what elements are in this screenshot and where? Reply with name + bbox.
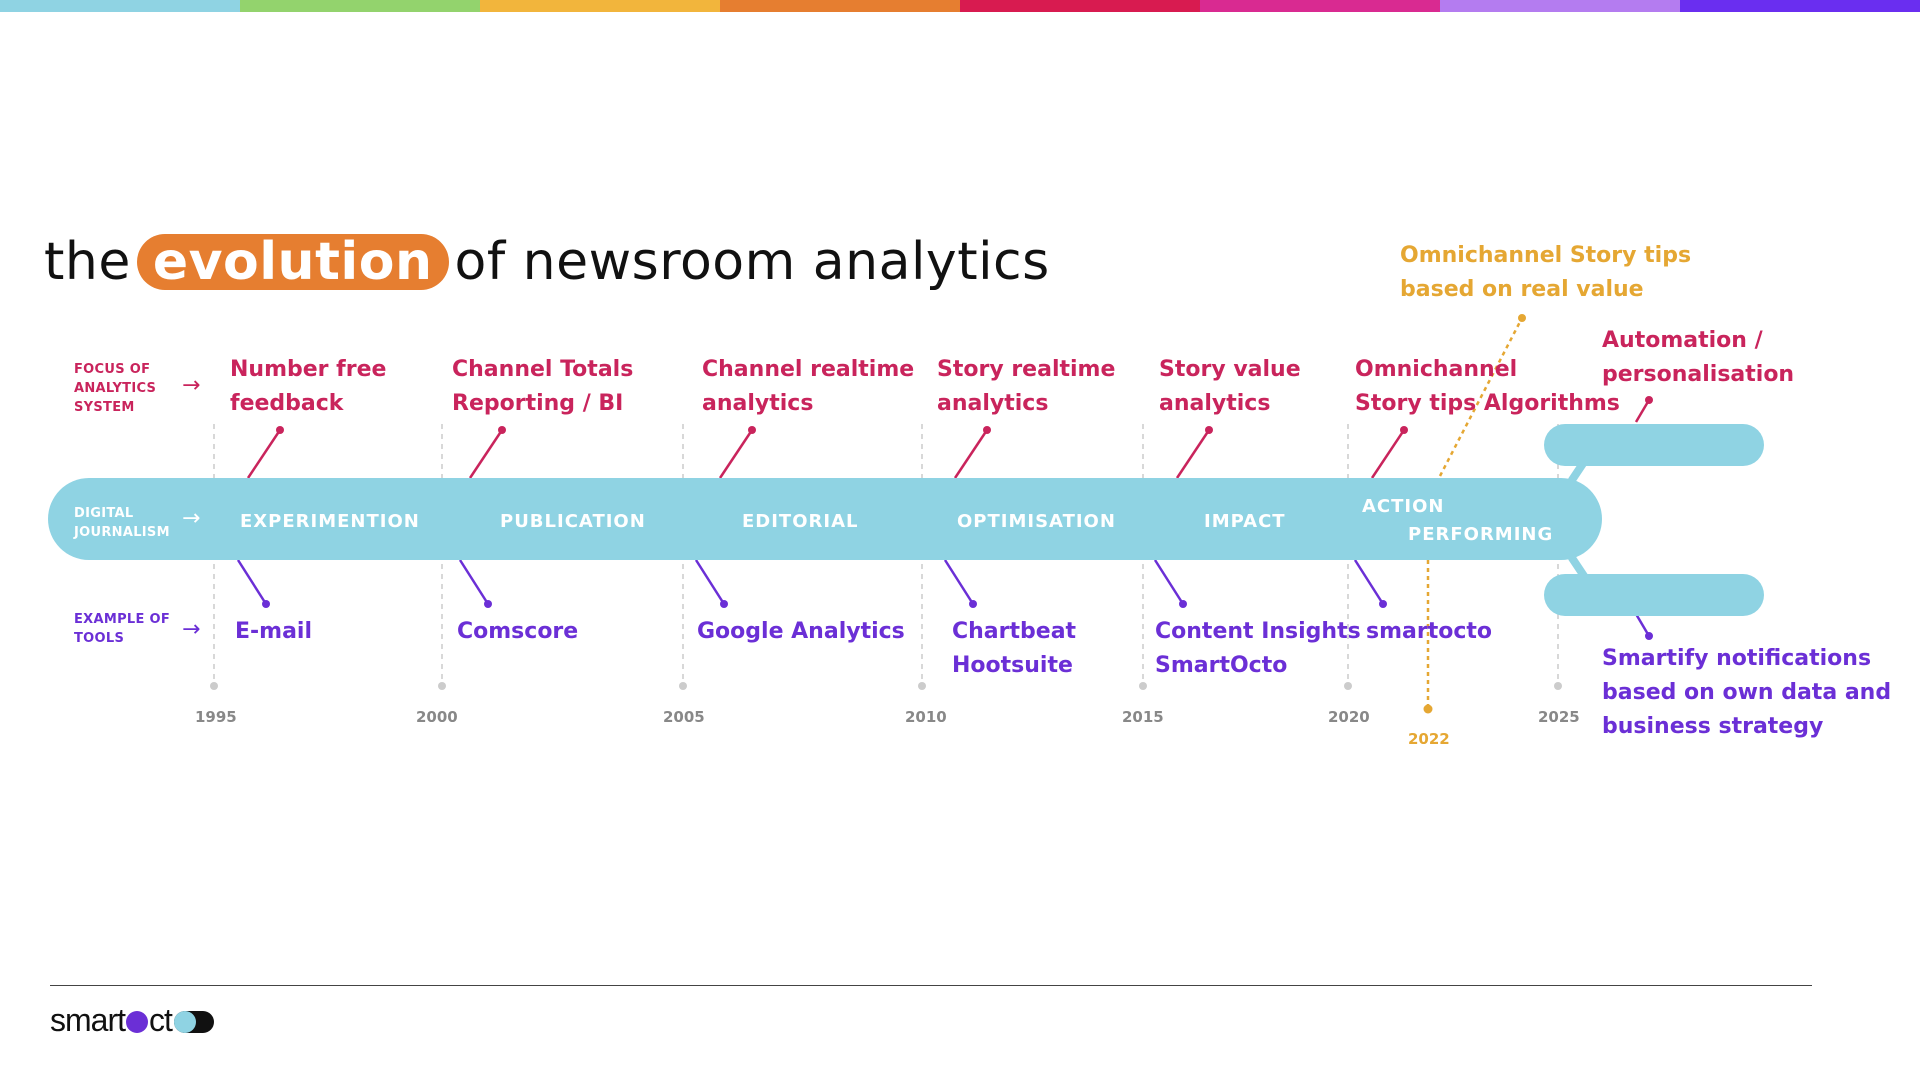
row-label-journalism: DIGITAL JOURNALISM [74,506,170,540]
era-experimention: EXPERIMENTION [240,511,420,532]
year-label: 2010 [905,708,947,726]
era-editorial: EDITORIAL [742,511,859,532]
tool-item: Comscore [457,619,579,644]
logo-toggle-icon [173,1011,214,1033]
tool-item: Smartify notifications based on own data… [1602,646,1892,739]
color-stripe-bar [0,0,1920,12]
stripe-4 [720,0,960,12]
arrow-focus-icon: → [182,373,201,398]
logo-dot-icon [126,1011,148,1033]
stripe-3 [480,0,720,12]
tool-item: E-mail [235,619,313,644]
year-label: 2005 [663,708,705,726]
focus-item: Automation / personalisation [1602,328,1795,387]
stripe-8 [1680,0,1920,12]
tool-item: Google Analytics [697,619,905,644]
focus-item: Number free feedback [230,357,387,416]
footer-divider [50,985,1812,986]
focus-item: Story realtime analytics [937,357,1116,416]
era-publication: PUBLICATION [500,511,646,532]
tool-item: Content Insights SmartOcto [1155,619,1361,678]
tool-item: smartocto [1366,619,1493,644]
stripe-7 [1440,0,1680,12]
row-label-focus: FOCUS OF ANALYTICS SYSTEM [74,362,157,415]
focus-item: Story value analytics [1159,357,1301,416]
title-suffix: of newsroom analytics [454,232,1050,292]
year-label: 2020 [1328,708,1370,726]
focus-item: Omnichannel Story tips Algorithms [1355,357,1620,416]
year-label: 2015 [1122,708,1164,726]
stripe-1 [0,0,240,12]
arrow-tools-icon: → [182,617,201,642]
era-impact: IMPACT [1204,511,1286,532]
timeline-band [48,478,1602,560]
tool-item: Chartbeat Hootsuite [952,619,1077,678]
row-label-tools: EXAMPLE OF TOOLS [74,612,171,646]
year-label: 1995 [195,708,237,726]
stripe-5 [960,0,1200,12]
stripe-2 [240,0,480,12]
year-label-2022: 2022 [1408,730,1450,748]
logo-text-2: ct [149,1002,173,1038]
era-action: ACTION [1362,496,1445,517]
focus-item: Channel Totals Reporting / BI [452,357,634,416]
future-capsule-top [1544,424,1764,466]
future-item: Omnichannel Story tips based on real val… [1400,243,1692,302]
era-performing: PERFORMING [1408,524,1554,545]
era-optimisation: OPTIMISATION [957,511,1116,532]
arrow-journalism-icon: → [182,506,201,531]
year-label: 2025 [1538,708,1580,726]
future-capsule-bottom [1544,574,1764,616]
year-label: 2000 [416,708,458,726]
logo-text-1: smart [50,1002,126,1038]
focus-item: Channel realtime analytics [702,357,915,416]
title-highlight: evolution [136,234,449,290]
stripe-6 [1200,0,1440,12]
title-prefix: the [44,232,131,292]
